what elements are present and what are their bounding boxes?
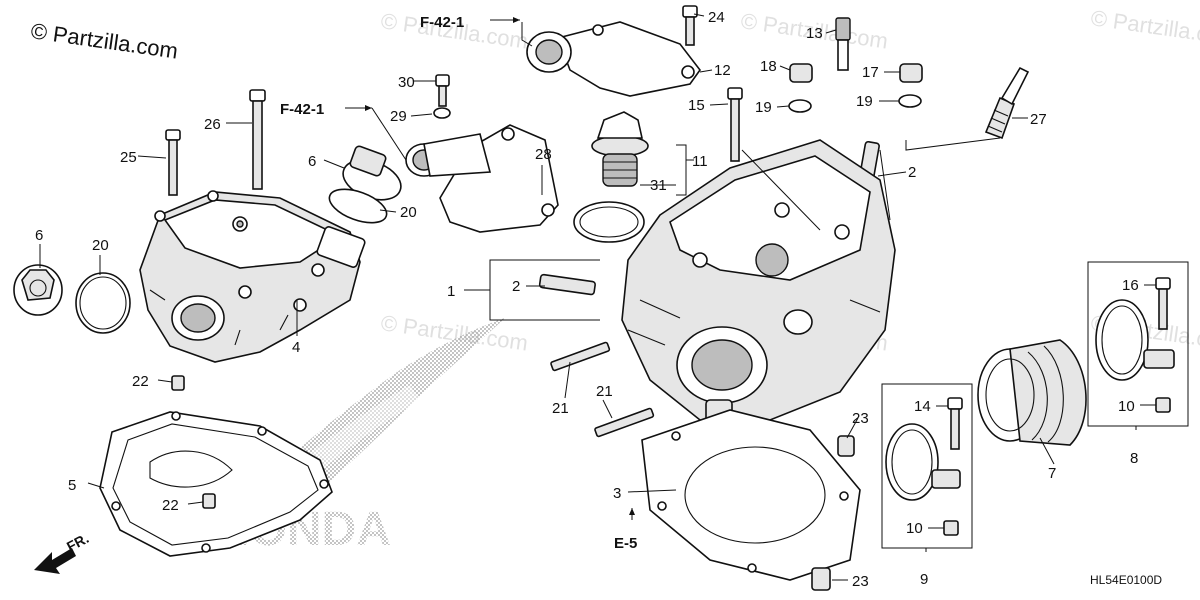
part-23-dowel-upper (837, 435, 855, 457)
callout-6-left: 6 (35, 227, 43, 244)
part-3-head-gasket (641, 409, 861, 581)
callout-17: 17 (862, 64, 879, 81)
part-19-washer-right (898, 94, 922, 108)
callout-20-left: 20 (92, 237, 109, 254)
part-27-spark-plug (984, 66, 1030, 140)
part-12-water-outlet (526, 21, 701, 97)
part-18-nut (789, 63, 813, 83)
callout-5: 5 (68, 477, 76, 494)
part-4-cylinder-head-cover (139, 190, 366, 363)
callout-20-upper: 20 (400, 204, 417, 221)
callout-21-right: 21 (596, 383, 613, 400)
part-14-bolt (947, 397, 963, 450)
callout-16: 16 (1122, 277, 1139, 294)
callout-29: 29 (390, 108, 407, 125)
part-9-group-box (881, 383, 973, 549)
callout-8: 8 (1130, 450, 1138, 467)
part-20-o-ring-left (75, 272, 131, 334)
callout-12: 12 (714, 62, 731, 79)
callout-25: 25 (120, 149, 137, 166)
part-19-washer-left (788, 99, 812, 113)
callout-19-right: 19 (856, 93, 873, 110)
part-21-stud-left (550, 341, 611, 372)
ref-arrow-line-left (371, 107, 407, 161)
front-direction-arrow: FR. (34, 530, 91, 574)
part-6-plug-left (13, 264, 63, 316)
callout-2-upper: 2 (908, 164, 916, 181)
leader-lines (39, 13, 1156, 581)
callout-9: 9 (920, 571, 928, 588)
part-11-thermostat (591, 111, 649, 187)
part-9-clamp (885, 423, 961, 501)
part-29-washer (433, 107, 451, 119)
watermark-faint-3: © Partzilla.com (1089, 5, 1200, 50)
callout-3: 3 (613, 485, 621, 502)
callout-22-upper: 22 (132, 373, 149, 390)
part-15-bolt (727, 87, 743, 162)
callout-15: 15 (688, 97, 705, 114)
part-16-bolt (1155, 277, 1171, 330)
callout-18: 18 (760, 58, 777, 75)
part-21-stud-right (594, 407, 655, 438)
part-7-insulator (977, 339, 1087, 446)
callout-2-lower: 2 (512, 278, 520, 295)
part-13-sensor (835, 17, 851, 71)
part-8-clamp (1095, 299, 1175, 381)
ref-arrow-line-top (521, 22, 533, 47)
callout-26: 26 (204, 116, 221, 133)
watermark-main: © Partzilla.com (29, 18, 179, 63)
part-10-nut-lower (943, 520, 959, 536)
callout-19-left: 19 (755, 99, 772, 116)
ref-e5: E-5 (614, 535, 637, 552)
ref-f42-left: F-42-1 (280, 101, 324, 118)
callout-7: 7 (1048, 465, 1056, 482)
part-2-guide-lower (538, 273, 596, 296)
ref-f42-top: F-42-1 (420, 14, 464, 31)
callout-4: 4 (292, 339, 300, 356)
part-20-o-ring-left-inner (79, 276, 127, 330)
part-28-thermostat-cover (405, 124, 559, 233)
callout-22-lower: 22 (162, 497, 179, 514)
callout-6-upper: 6 (308, 153, 316, 170)
callout-23-lower: 23 (852, 573, 869, 590)
callout-11: 11 (692, 153, 708, 170)
callout-23-upper: 23 (852, 410, 869, 427)
part-20-o-ring-upper (328, 188, 388, 224)
callout-21-left: 21 (552, 400, 569, 417)
callout-13: 13 (806, 25, 823, 42)
part-22-dowel-lower (202, 493, 216, 509)
part-1-cylinder-head (621, 139, 896, 451)
part-22-dowel-upper (171, 375, 185, 391)
part-24-bolt (682, 5, 698, 46)
part-17-cap-nut (899, 63, 923, 83)
callout-27: 27 (1030, 111, 1047, 128)
part-23-dowel-lower (811, 567, 831, 591)
part-26-bolt (249, 89, 266, 190)
diagram-code: HL54E0100D (1090, 573, 1162, 587)
part-10-nut-upper (1155, 397, 1171, 413)
callout-10-upper: 10 (1118, 398, 1135, 415)
part-5-cover-gasket (99, 411, 333, 557)
callout-31: 31 (650, 177, 667, 194)
callout-10-lower: 10 (906, 520, 923, 537)
part-25-bolt (165, 129, 181, 196)
callout-24: 24 (708, 9, 725, 26)
callout-1: 1 (447, 283, 455, 300)
callout-28: 28 (535, 146, 552, 163)
callout-14: 14 (914, 398, 931, 415)
part-8-group-box (1087, 261, 1189, 427)
callout-30: 30 (398, 74, 415, 91)
part-31-o-ring-inner (579, 206, 639, 238)
part-30-bolt (435, 74, 450, 107)
part-31-o-ring (573, 201, 645, 243)
part-6-plug-upper (342, 145, 402, 201)
